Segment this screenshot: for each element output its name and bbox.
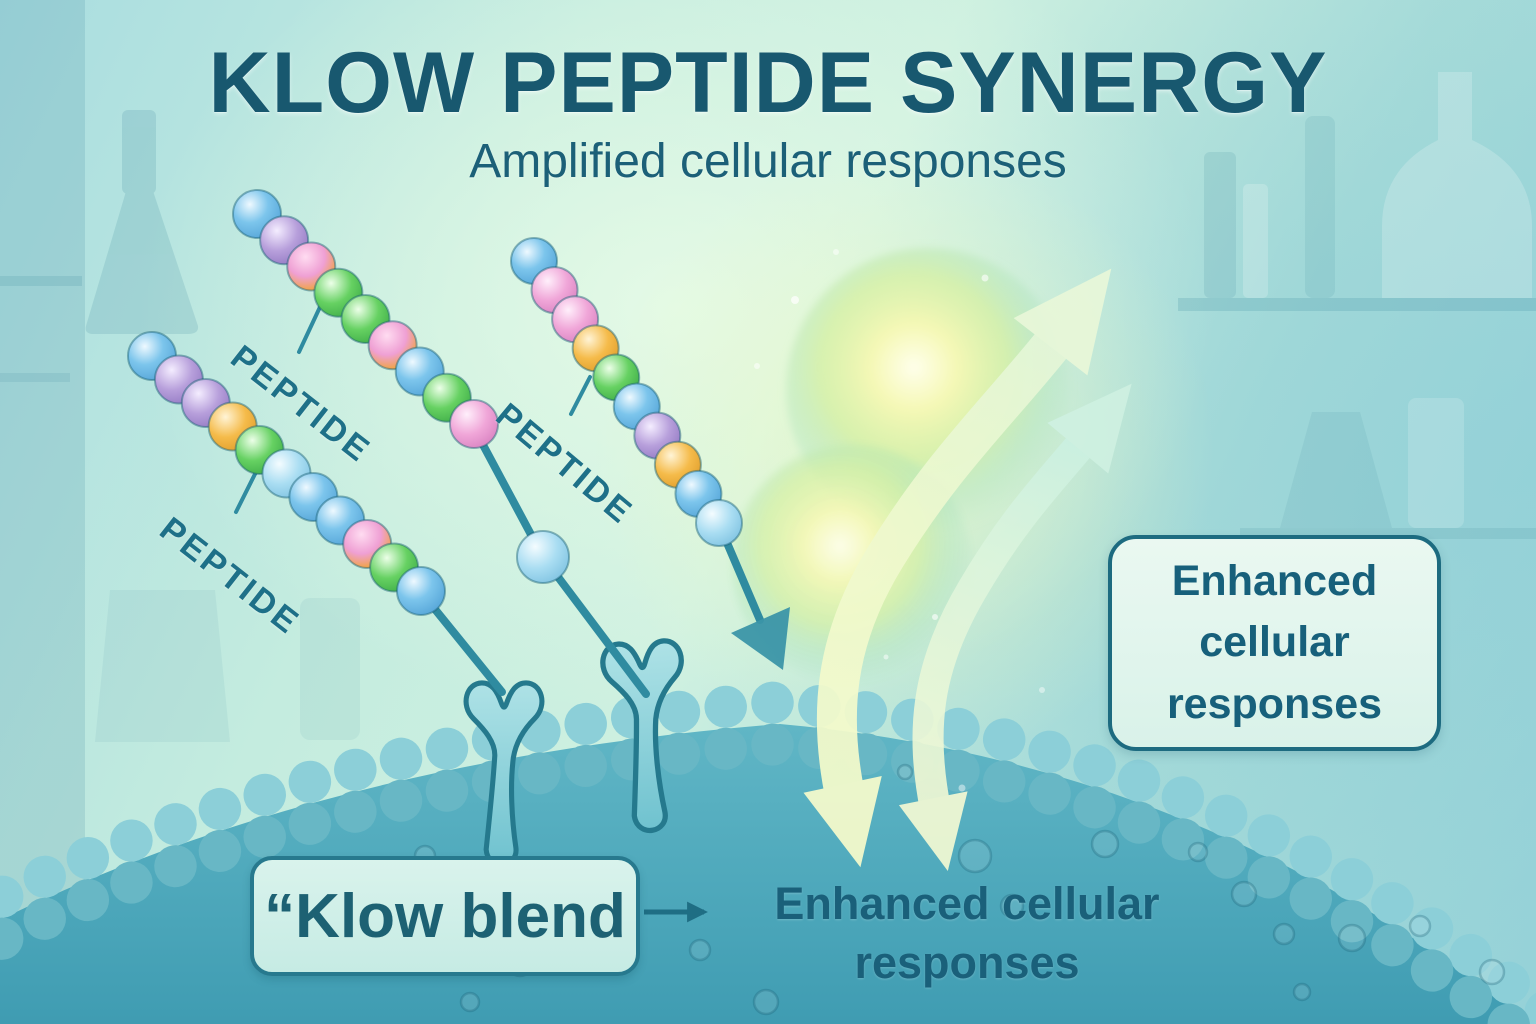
receptors (463, 638, 684, 868)
bench-glassware-silhouette (95, 590, 360, 742)
curved-flow-arrow-icon (898, 383, 1132, 872)
callout-line: responses (1166, 679, 1383, 728)
peptide-bead-lightblue (695, 499, 743, 547)
peptide-chain (127, 331, 446, 616)
callout-line: Enhanced (1171, 557, 1378, 606)
page-subtitle: Amplified cellular responses (469, 135, 1067, 188)
flask-silhouette (85, 110, 199, 334)
shelf-bottles-silhouette (1178, 72, 1536, 539)
caption-line: responses (854, 937, 1080, 989)
klow-blend-label-box: “Klow blend (250, 856, 640, 976)
klow-blend-label: “Klow blend (264, 881, 626, 951)
peptide-chain (232, 189, 499, 449)
bottom-caption: Enhanced cellular responses (712, 874, 1222, 993)
callout-line: cellular (1199, 618, 1350, 667)
y-receptor (463, 680, 545, 868)
flow-arrows (803, 268, 1132, 872)
peptide-chain (510, 237, 743, 547)
page-title: KLOW PEPTIDE SYNERGY (208, 35, 1328, 131)
caption-line: Enhanced cellular (774, 878, 1160, 929)
lipid-bead-row-inner (0, 722, 1536, 1024)
lipid-bead-row-outer (0, 680, 1536, 1024)
peptide-bead-pink (449, 399, 499, 449)
enhanced-responses-callout: Enhanced cellular responses (1108, 535, 1441, 751)
peptide-bead-blue (396, 566, 446, 616)
binding-arrowhead-icon (731, 607, 790, 670)
y-receptor (600, 638, 684, 834)
linker-bead (516, 530, 570, 584)
label-tick (569, 375, 592, 416)
